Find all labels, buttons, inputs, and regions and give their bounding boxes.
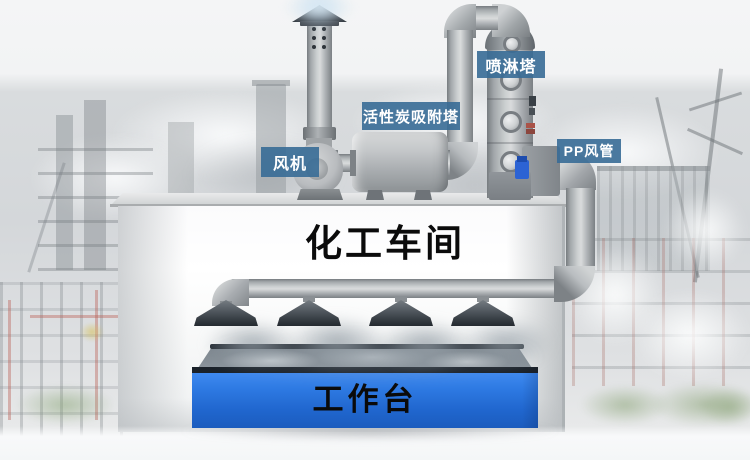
chimney-vent-hole [312,45,316,49]
tower-valve-fitting [526,123,535,128]
fan-pedestal [297,189,343,200]
tower-valve-fitting [526,129,535,134]
tower-fitting [529,108,535,115]
porthole [500,111,522,133]
carbon-box-foot [414,190,432,200]
collection-duct [230,279,568,298]
bg-yellow-equipment [80,322,104,342]
tower-seam [487,98,533,100]
bg-red-pipe [30,315,120,318]
bg-chimney [256,84,286,204]
bg-left-tower [56,115,73,270]
carbon-box-foot [366,190,384,200]
workshop-title: 化工车间 [305,223,465,264]
fume-haze [200,336,545,378]
blue-valve [515,160,529,179]
bg-red-pipe [95,290,98,420]
tower-seam [487,142,533,144]
pp-duct-label: PP风管 [557,139,621,163]
hood-stub [395,296,407,302]
blue-valve-cap [517,156,527,162]
carbon-adsorption-box [352,132,448,192]
chimney-collar [303,127,336,140]
bg-steam [665,190,745,270]
connector-flange [350,150,356,176]
bg-left-tower [84,100,106,270]
tower-fitting [529,96,536,106]
workshop-right-edge [562,206,565,432]
pp-duct-pipe [566,188,595,270]
downcomer-pipe [447,30,473,148]
spray-tower-label: 喷淋塔 [477,51,545,78]
chimney-vent-hole [312,36,316,40]
chimney-vent-hole [322,36,326,40]
bg-red-pipe [8,300,11,420]
fume-cloud [205,320,300,368]
hood-stub [477,296,489,302]
bg-chimney [168,122,194,207]
workbench-side-face [522,373,538,428]
fume-cloud [458,318,553,368]
workbench-label: 工作台 [312,382,418,417]
chimney-vent-hole [322,45,326,49]
hood-stub [303,296,315,302]
workbench [192,373,538,428]
bg-steam [630,290,750,380]
ground-floor [0,426,750,460]
bg-foliage [15,385,115,425]
workbench-front-rim [192,367,538,374]
fan-label: 风机 [261,147,319,177]
bg-chimney-cap [252,80,290,86]
bg-hedge [700,388,750,426]
workshop-roof-edge [110,204,567,207]
carbon-tower-label: 活性炭吸附塔 [362,102,460,130]
chimney-smoke [282,0,356,24]
